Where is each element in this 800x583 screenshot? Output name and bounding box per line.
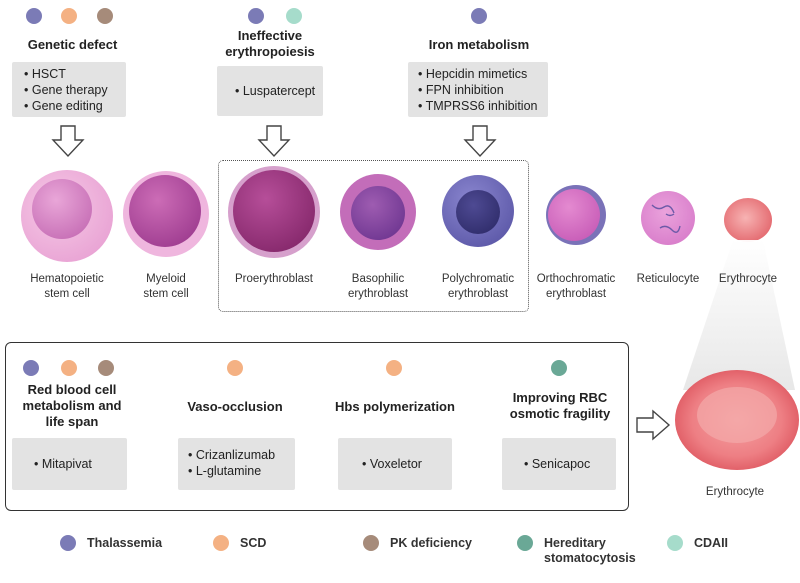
pk-deficiency-legend-label: PK deficiency	[390, 536, 472, 550]
therapy-item: • Hepcidin mimetics	[418, 67, 528, 81]
vaso-occlusion-therapies-box: • Crizanlizumab • L-glutamine	[178, 438, 295, 490]
osmotic-fragility-therapies-box: • Senicapoc	[502, 438, 616, 490]
cell-label-proerythroblast: Proerythroblast	[235, 273, 313, 285]
osmotic-fragility-heading: Improving RBC osmotic fragility	[509, 390, 611, 421]
scd-legend-dot	[213, 535, 229, 551]
pk-deficiency-legend-dot	[363, 535, 379, 551]
therapy-item: • FPN inhibition	[418, 83, 504, 97]
rbc-metabolism-therapies-box: • Mitapivat	[12, 438, 127, 490]
therapy-item: • Voxeletor	[362, 457, 422, 471]
iron-metabolism-therapies-box: • Hepcidin mimetics • FPN inhibition • T…	[408, 62, 548, 117]
iron-metabolism-heading: Iron metabolism	[428, 37, 530, 52]
scd-dot	[61, 360, 77, 376]
therapy-item: • Luspatercept	[235, 84, 316, 98]
genetic-defect-therapies-box: • HSCT • Gene therapy • Gene editing	[12, 62, 126, 117]
therapy-item: • Gene editing	[24, 99, 103, 113]
large-erythrocyte-label: Erythrocyte	[705, 486, 765, 498]
thalassemia-dot	[248, 8, 264, 24]
therapy-item: • Senicapoc	[524, 457, 591, 471]
cdaii-legend-label: CDAII	[694, 536, 729, 550]
cdaii-legend-dot	[667, 535, 683, 551]
thalassemia-dot	[26, 8, 42, 24]
vaso-occlusion-heading: Vaso-occlusion	[187, 399, 283, 414]
rbc-metabolism-heading: Red blood cell metabolism and life span	[22, 382, 122, 429]
cell-label-erythrocyte: Erythrocyte	[718, 273, 778, 285]
thalassemia-legend-label: Thalassemia	[87, 536, 163, 550]
pk-deficiency-dot	[97, 8, 113, 24]
therapy-item: • Mitapivat	[34, 457, 92, 471]
down-arrow-icon	[51, 125, 85, 158]
therapy-item: • L-glutamine	[188, 464, 262, 478]
cdaii-dot	[286, 8, 302, 24]
rbc-targets-frame	[5, 342, 629, 511]
scd-dot	[227, 360, 243, 376]
down-arrow-icon	[463, 125, 497, 158]
thalassemia-dot	[471, 8, 487, 24]
scd-dot	[386, 360, 402, 376]
therapy-item: • Crizanlizumab	[188, 448, 276, 462]
scd-dot	[61, 8, 77, 24]
hereditary-stomatocytosis-dot	[551, 360, 567, 376]
genetic-defect-heading: Genetic defect	[27, 37, 118, 52]
pk-deficiency-dot	[98, 360, 114, 376]
hbs-polymerization-heading: Hbs polymerization	[335, 399, 455, 414]
hereditary-stomatocytosis-legend-label: Hereditary stomatocytosis	[544, 536, 636, 565]
cell-label-reticulocyte: Reticulocyte	[636, 273, 700, 285]
thalassemia-dot	[23, 360, 39, 376]
therapy-item: • HSCT	[24, 67, 66, 81]
down-arrow-icon	[257, 125, 291, 158]
right-arrow-icon	[636, 409, 671, 441]
therapy-item: • TMPRSS6 inhibition	[418, 99, 538, 113]
hbs-polymerization-therapies-box: • Voxeletor	[338, 438, 452, 490]
ineffective-erythropoiesis-therapies-box: • Luspatercept	[217, 66, 323, 116]
thalassemia-legend-dot	[60, 535, 76, 551]
therapy-item: • Gene therapy	[24, 83, 108, 97]
erythroblast-dotted-frame	[218, 160, 529, 312]
ineffective-erythropoiesis-heading: Ineffective erythropoiesis	[225, 28, 315, 59]
scd-legend-label: SCD	[240, 536, 267, 550]
hereditary-stomatocytosis-legend-dot	[517, 535, 533, 551]
